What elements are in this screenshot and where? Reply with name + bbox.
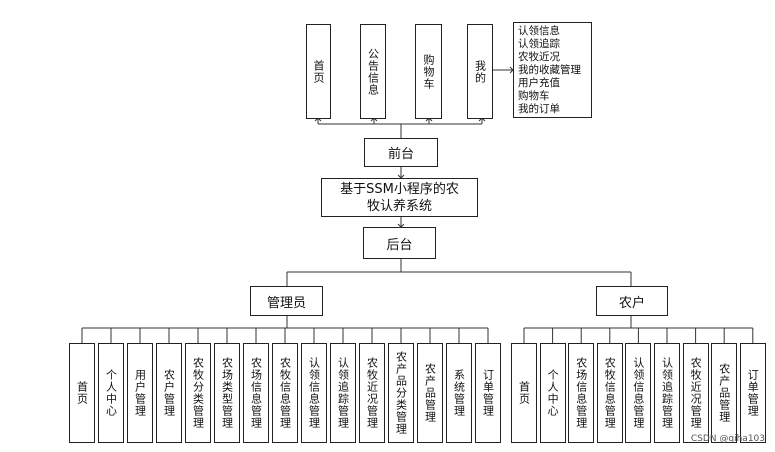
farmer-module-box: 认领信息管理: [625, 343, 652, 443]
front-root-node: 前台: [364, 138, 438, 167]
farmer-module-label: 首页: [517, 381, 531, 405]
admin-module-box: 农产品管理: [417, 343, 443, 443]
front-module-mine: 我的: [467, 24, 493, 119]
admin-module-box: 订单管理: [475, 343, 501, 443]
system-title-label: 基于SSM小程序的农牧认养系统: [340, 181, 459, 214]
front-module-home-label: 首页: [312, 59, 325, 84]
admin-module-label: 农牧近况管理: [365, 357, 379, 429]
front-module-mine-label: 我的: [473, 59, 487, 84]
admin-module-label: 农户管理: [162, 369, 176, 417]
front-module-notice: 公告信息: [360, 24, 386, 119]
farmer-module-box: 农产品管理: [711, 343, 738, 443]
front-root-label: 前台: [387, 147, 414, 162]
watermark: CSDN @qiha103: [690, 434, 765, 444]
back-root-label: 后台: [386, 237, 413, 253]
admin-module-box: 农牧信息管理: [272, 343, 298, 443]
farmer-module-label: 农产品管理: [717, 363, 731, 423]
admin-module-label: 个人中心: [104, 369, 118, 417]
mine-items-list: 认领信息 认领追踪 农牧近况 我的收藏管理 用户充值 购物车 我的订单: [513, 22, 592, 118]
admin-node: 管理员: [250, 286, 323, 316]
admin-module-label: 农牧分类管理: [191, 357, 205, 429]
admin-module-label: 认领信息管理: [307, 357, 321, 429]
farmer-module-box: 认领追踪管理: [654, 343, 680, 443]
admin-module-label: 认领追踪管理: [336, 357, 350, 429]
list-item: 我的订单: [518, 103, 560, 115]
admin-module-box: 农牧近况管理: [359, 343, 385, 443]
admin-module-box: 农场类型管理: [214, 343, 240, 443]
front-module-cart-label: 购物车: [422, 53, 435, 90]
list-item: 认领追踪: [518, 38, 560, 50]
connector-admin-modules: [81, 316, 489, 343]
farmer-module-label: 农牧信息管理: [603, 357, 617, 429]
farmer-module-label: 农牧近况管理: [689, 357, 703, 429]
admin-module-label: 用户管理: [133, 369, 147, 417]
admin-module-label: 农牧信息管理: [278, 357, 292, 429]
farmer-module-label: 订单管理: [746, 369, 760, 417]
list-item: 我的收藏管理: [518, 64, 581, 76]
farmer-module-label: 农场信息管理: [574, 357, 588, 429]
back-root-node: 后台: [363, 227, 436, 259]
farmer-module-box: 个人中心: [539, 343, 566, 443]
connector-farmer-modules: [523, 316, 754, 343]
list-item: 认领信息: [518, 25, 560, 37]
admin-module-label: 农场信息管理: [249, 357, 263, 429]
farmer-module-box: 首页: [511, 343, 537, 443]
farmer-module-label: 个人中心: [546, 369, 560, 417]
farmer-module-label: 认领信息管理: [631, 357, 645, 429]
farmer-module-label: 认领追踪管理: [660, 357, 674, 429]
admin-module-box: 农产品分类管理: [388, 343, 414, 443]
list-item: 用户充值: [518, 77, 560, 89]
front-module-notice-label: 公告信息: [366, 47, 380, 96]
admin-module-box: 农牧分类管理: [185, 343, 211, 443]
admin-module-label: 农产品分类管理: [394, 351, 408, 435]
farmer-node: 农户: [596, 286, 668, 316]
admin-module-box: 个人中心: [98, 343, 124, 443]
admin-module-label: 农场类型管理: [220, 357, 234, 429]
admin-module-label: 首页: [75, 381, 89, 405]
admin-label: 管理员: [266, 295, 306, 311]
front-module-home: 首页: [306, 24, 331, 119]
farmer-module-box: 订单管理: [739, 343, 766, 443]
admin-module-box: 系统管理: [446, 343, 472, 443]
front-module-cart: 购物车: [415, 24, 442, 119]
farmer-module-box: 农牧近况管理: [682, 343, 709, 443]
admin-module-box: 农户管理: [156, 343, 182, 443]
admin-module-box: 首页: [69, 343, 95, 443]
farmer-module-box: 农场信息管理: [568, 343, 595, 443]
list-item: 购物车: [518, 90, 550, 102]
admin-module-box: 用户管理: [127, 343, 153, 443]
farmer-module-box: 农牧信息管理: [596, 343, 623, 443]
admin-module-label: 农产品管理: [423, 363, 437, 423]
system-title-node: 基于SSM小程序的农牧认养系统: [321, 178, 478, 217]
admin-module-label: 订单管理: [481, 369, 495, 417]
admin-module-box: 农场信息管理: [243, 343, 269, 443]
farmer-label: 农户: [618, 295, 645, 311]
list-item: 农牧近况: [518, 51, 560, 63]
admin-module-label: 系统管理: [452, 369, 466, 417]
admin-module-box: 认领追踪管理: [330, 343, 356, 443]
admin-module-box: 认领信息管理: [301, 343, 327, 443]
